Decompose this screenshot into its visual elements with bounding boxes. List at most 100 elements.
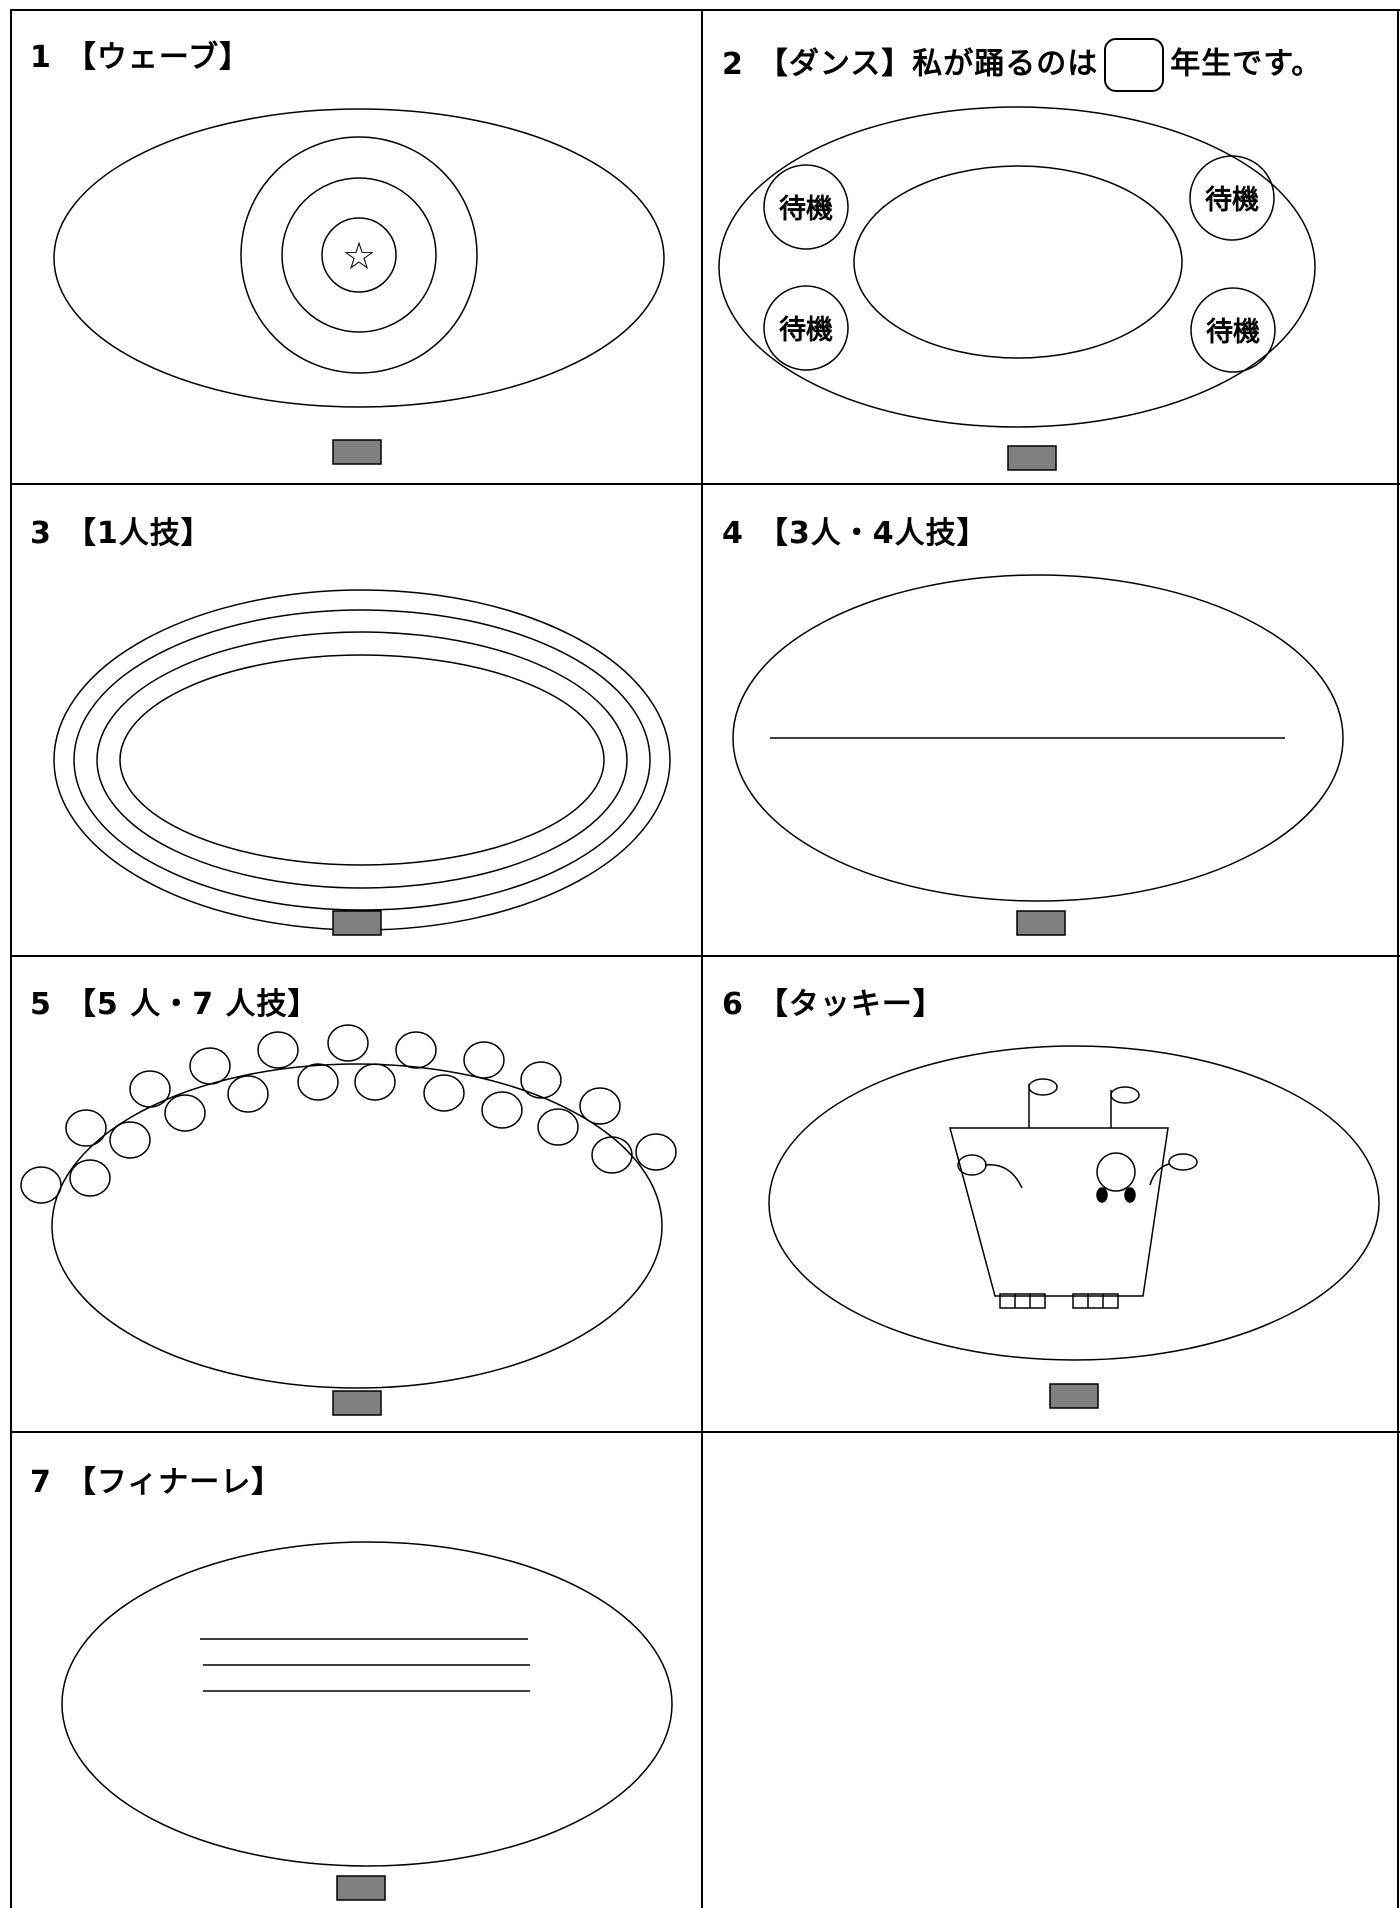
marker-block <box>336 1875 386 1901</box>
dance-area-ellipse <box>853 165 1183 359</box>
antenna-tip <box>1028 1078 1058 1096</box>
track-ellipse-1 <box>53 589 671 931</box>
waiting-circle <box>1190 287 1276 373</box>
section-label: 【3人・4人技】 <box>757 516 988 551</box>
section-label: 【1人技】 <box>65 516 212 551</box>
section-number: 2 <box>722 46 744 82</box>
performer-circle <box>354 1063 396 1101</box>
performer-circle <box>69 1159 111 1197</box>
figure-body <box>949 1127 1169 1297</box>
star-icon: ☆ <box>342 234 376 278</box>
section-number: 3 <box>30 516 52 551</box>
marker-block <box>1007 445 1057 471</box>
section-number: 6 <box>722 987 744 1022</box>
marker-block <box>332 910 382 936</box>
track-ellipse-3 <box>96 631 628 889</box>
performer-circle <box>189 1047 231 1085</box>
hand <box>957 1154 987 1176</box>
antenna-tip <box>1110 1086 1140 1104</box>
performer-circle <box>327 1024 369 1062</box>
performer-circle <box>129 1070 171 1108</box>
waiting-label: 待機 <box>1205 185 1259 216</box>
eye <box>1124 1187 1136 1203</box>
track-ellipse-4 <box>119 654 605 866</box>
section-number: 1 <box>30 40 52 75</box>
performer-circle <box>227 1075 269 1113</box>
performer-circles <box>20 1024 677 1204</box>
field-ellipse <box>718 106 1316 428</box>
performer-circle <box>423 1074 465 1112</box>
diagram-takkii <box>768 1045 1380 1409</box>
section-number: 5 <box>30 987 52 1022</box>
arm <box>1149 1163 1170 1186</box>
section-label: 【タッキー】 <box>757 987 944 1022</box>
performer-circle <box>520 1061 562 1099</box>
performer-circle <box>257 1031 299 1069</box>
performer-circle <box>109 1121 151 1159</box>
eye <box>1096 1187 1108 1203</box>
section-7-title: 7【フィナーレ】 <box>30 1463 282 1503</box>
grid-border-top <box>10 9 1400 11</box>
section-number: 7 <box>30 1465 52 1500</box>
waiting-label: 待機 <box>1206 317 1260 348</box>
field-ellipse <box>51 1063 663 1389</box>
foot-right <box>1072 1293 1119 1309</box>
hand <box>1168 1153 1198 1171</box>
grid-border-left <box>10 9 12 1908</box>
waiting-label: 待機 <box>779 194 833 225</box>
waiting-circle <box>1189 155 1275 241</box>
track-ellipse-2 <box>73 609 651 911</box>
section-label-after: 年生です。 <box>1170 46 1323 82</box>
wave-ring-middle <box>281 177 437 333</box>
diagram-five-seven-person <box>20 1024 677 1416</box>
performer-circle <box>164 1094 206 1132</box>
section-label-before: 【ダンス】私が踊るのは <box>757 46 1099 82</box>
performer-circle <box>297 1063 339 1101</box>
marker-block <box>1016 910 1066 936</box>
marker-block <box>332 439 382 465</box>
section-5-title: 5 【5 人・7 人技】 <box>30 985 319 1025</box>
grid-divider-vertical <box>701 9 703 1908</box>
section-4-title: 4 【3人・4人技】 <box>722 514 988 554</box>
waiting-circle <box>763 285 849 371</box>
performer-circle <box>395 1031 437 1069</box>
section-2-title: 2 【ダンス】私が踊るのは 年生です。 <box>722 38 1322 92</box>
diagram-one-person <box>53 589 671 936</box>
performer-circle <box>635 1133 677 1171</box>
field-ellipse <box>768 1045 1380 1361</box>
performer-circle <box>65 1109 107 1147</box>
waiting-circle <box>763 164 849 250</box>
takkii-figure <box>949 1078 1198 1309</box>
section-6-title: 6 【タッキー】 <box>722 985 944 1025</box>
diagram-three-four-person <box>732 574 1344 936</box>
grid-border-right <box>1397 9 1399 1908</box>
section-1-title: 1 【ウェーブ】 <box>30 38 250 78</box>
grade-answer-box[interactable] <box>1104 38 1165 92</box>
field-ellipse <box>53 108 665 408</box>
wave-ring-outer <box>240 136 478 374</box>
section-3-title: 3 【1人技】 <box>30 514 212 554</box>
waiting-label: 待機 <box>779 315 833 346</box>
section-number: 4 <box>722 516 744 551</box>
wave-ring-inner <box>321 217 397 293</box>
section-label: 【ウェーブ】 <box>65 40 251 75</box>
performer-circle <box>20 1166 62 1204</box>
arm <box>984 1163 1023 1189</box>
foot-left <box>999 1293 1046 1309</box>
performer-circle <box>591 1136 633 1174</box>
field-ellipse <box>732 574 1344 902</box>
diagram-dance: 待機 待機 待機 待機 <box>718 106 1316 471</box>
grid-divider-row-2 <box>10 955 1400 957</box>
grid-divider-row-3 <box>10 1431 1400 1433</box>
performer-circle <box>481 1091 523 1129</box>
grid-divider-row-1 <box>10 483 1400 485</box>
performer-circle <box>463 1041 505 1079</box>
diagram-wave: ☆ <box>53 108 665 465</box>
marker-block <box>332 1390 382 1416</box>
field-ellipse <box>61 1541 673 1867</box>
marker-block <box>1049 1383 1099 1409</box>
section-label: 【5 人・7 人技】 <box>65 987 319 1022</box>
diagram-finale <box>61 1541 673 1901</box>
face-circle <box>1096 1152 1136 1192</box>
